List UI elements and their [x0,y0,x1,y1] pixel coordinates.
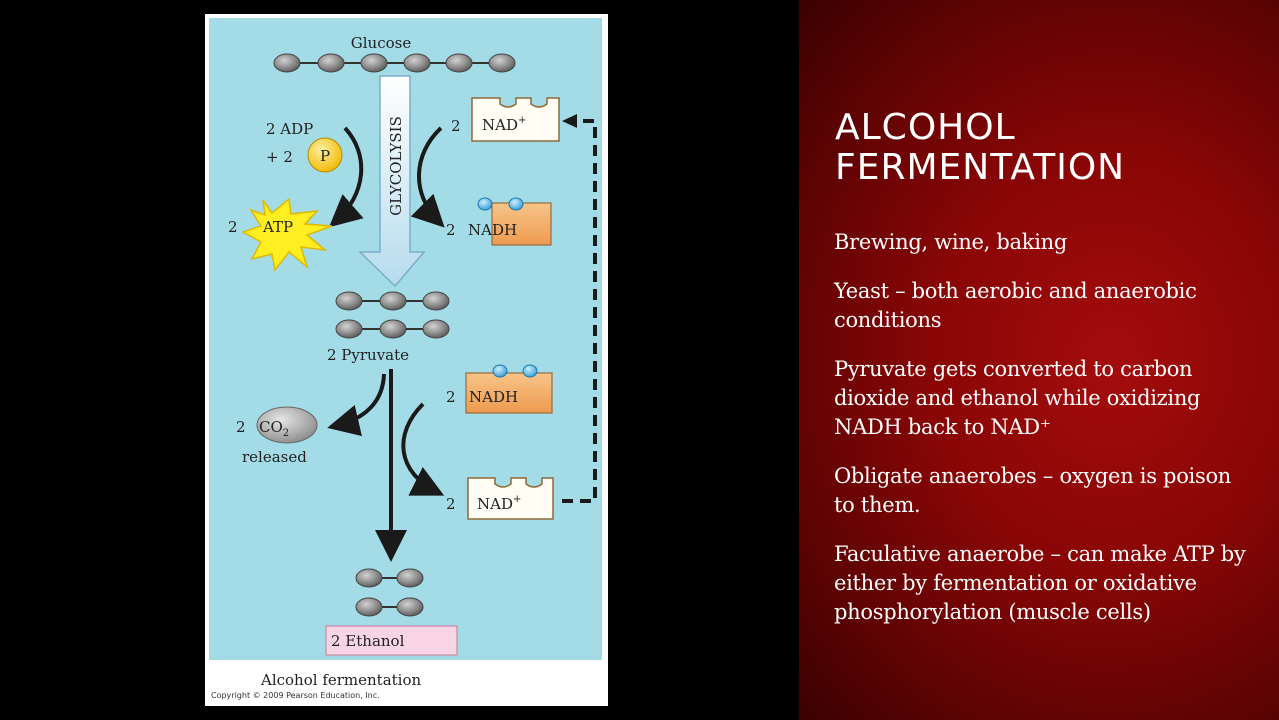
phosphate-circle [307,137,343,173]
ethanol-molecules [355,568,424,617]
figure-frame: Glucose GLYCOLYSIS 2 ADP + 2 P 2 [205,14,608,706]
bullet-item: Brewing, wine, baking [834,230,1067,254]
nad-top-count: 2 [451,117,461,135]
nadh-top-box [491,202,552,246]
nad-top-box [471,97,560,142]
bullet-item: Faculative anaerobe – can make ATP by ei… [834,542,1246,624]
nad-recycle-line [562,119,597,503]
hydrogen-dot [522,364,538,378]
copyright-text: Copyright © 2009 Pearson Education, Inc. [211,691,380,700]
atp-label: ATP [262,218,293,236]
phosphate-label: P [320,147,330,165]
nad-recycle-arrowhead [562,114,577,128]
slide-title: ALCOHOL FERMENTATION [835,107,1126,188]
bullet-item: Yeast – both aerobic and anaerobic condi… [834,279,1197,332]
fermentation-diagram: Glucose GLYCOLYSIS 2 ADP + 2 P 2 [209,18,602,700]
glycolysis-arrow [358,75,426,288]
glycolysis-label: GLYCOLYSIS [387,116,405,216]
adp-label: 2 ADP [266,120,313,138]
nadh-top-count: 2 [446,221,456,239]
atp-count: 2 [228,218,238,236]
pyruvate-molecules [335,291,450,339]
atp-arrow [328,126,364,228]
co2-label: CO2 [259,418,289,439]
plus-label: + 2 [266,148,293,166]
ethanol-label: 2 Ethanol [331,632,405,650]
nadh-arrow [410,126,445,228]
nad-top-label: NAD+ [482,115,526,134]
nad-bottom-label: NAD+ [477,494,521,513]
hydrogen-dot [477,197,493,211]
hydrogen-dot [492,364,508,378]
co2-ellipse [256,406,318,444]
nad-bottom-count: 2 [446,495,456,513]
nadh-mid-box [465,372,553,414]
figure-caption: Alcohol fermentation [260,671,422,689]
bullet-item: Pyruvate gets converted to carbon dioxid… [834,357,1201,439]
nad-bottom-box [467,477,554,520]
bullet-item: Obligate anaerobes – oxygen is poison to… [834,464,1232,517]
glucose-label: Glucose [351,34,412,52]
glucose-molecule [273,53,516,73]
nadh-mid-label: NADH [469,388,518,406]
nadh-top-label: NADH [468,221,517,239]
ethanol-box [325,625,458,656]
nad-regen-arrow [401,402,445,496]
pyruvate-label: 2 Pyruvate [327,346,409,364]
nadh-mid-count: 2 [446,388,456,406]
hydrogen-dot [508,197,524,211]
co2-count: 2 [236,418,246,436]
atp-starburst [241,197,333,272]
text-panel: ALCOHOL FERMENTATION Brewing, wine, baki… [799,0,1279,720]
co2-arrow [327,373,386,437]
released-label: released [242,448,307,466]
bullet-list: Brewing, wine, baking Yeast – both aerob… [834,228,1249,647]
